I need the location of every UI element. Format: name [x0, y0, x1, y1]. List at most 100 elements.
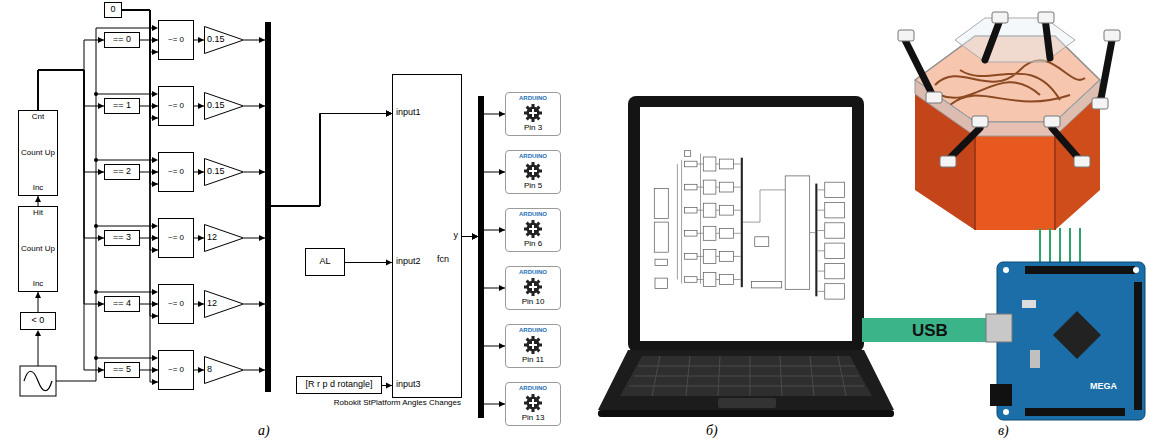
arrowhead	[35, 196, 41, 202]
screen-diagram-thumbnail-part	[825, 243, 845, 258]
screen-diagram-thumbnail-part	[684, 161, 697, 167]
compare-block: == 0	[104, 32, 140, 48]
gain-block: 0.15	[204, 92, 244, 120]
screen-diagram-thumbnail-part	[825, 223, 845, 238]
line-segment	[271, 114, 392, 207]
arrowhead	[472, 234, 478, 240]
screen-diagram-thumbnail-part	[697, 280, 825, 292]
line-segment	[38, 70, 104, 110]
block-text: Count Up	[21, 149, 55, 158]
block-text: ~= 0	[168, 102, 184, 111]
arduino-mega-board-part	[1003, 267, 1009, 273]
compare-block: == 1	[104, 98, 140, 114]
signal-line	[462, 234, 505, 408]
block-text: == 0	[113, 35, 131, 45]
screen-diagram-thumbnail-part	[684, 151, 690, 157]
arrowhead	[198, 301, 204, 307]
screen-diagram-thumbnail-part	[719, 275, 733, 285]
arduino-mega-board-part	[990, 384, 1012, 406]
arrowhead	[259, 235, 265, 241]
block-text: == 1	[113, 101, 131, 111]
screen-diagram-thumbnail-part	[815, 184, 817, 297]
arduino-mega-board-part	[1133, 267, 1139, 273]
switch-block: ~= 0	[158, 152, 194, 192]
screen-diagram-thumbnail-part	[677, 154, 815, 284]
screen-diagram-thumbnail-part	[703, 249, 716, 263]
block-text: Pin 3	[524, 124, 542, 133]
arrowhead	[472, 234, 478, 240]
usb-cable	[862, 318, 992, 342]
signal-line	[462, 111, 505, 240]
arduino-mega-board-part	[986, 314, 1012, 342]
arduino-servo-block: ARDUINOPin 13	[505, 382, 561, 426]
gain-outline	[205, 291, 244, 318]
servo-gear-icon	[523, 161, 543, 181]
arrowhead	[472, 234, 478, 240]
laptop-part	[652, 356, 846, 396]
block-text: ~= 0	[168, 366, 184, 375]
port-label-slot: fcn	[437, 255, 449, 265]
signal-line	[140, 169, 158, 175]
screen-diagram-thumbnail-part	[752, 282, 782, 288]
screen-diagram-thumbnail-part	[684, 184, 697, 190]
sine-wires-part	[96, 28, 152, 29]
arduino-mega-board-part	[1053, 311, 1101, 359]
laptop-part	[718, 398, 776, 408]
panel-caption: а)	[258, 424, 270, 438]
block-text: Hit	[33, 209, 43, 218]
screen-diagram-thumbnail-part	[719, 182, 733, 192]
screen-diagram-thumbnail-part	[719, 159, 733, 169]
screen-diagram-thumbnail-part	[654, 222, 668, 252]
servo-gear-icon	[523, 103, 543, 123]
signal-line	[244, 111, 392, 308]
screen-diagram-thumbnail-part	[684, 231, 697, 237]
gear-mark	[529, 344, 537, 346]
arduino-servo-block: ARDUINOPin 6	[505, 208, 561, 252]
laptop-part	[640, 107, 852, 341]
signal-line	[462, 169, 505, 240]
block-text: == 3	[113, 233, 131, 243]
sine-wires-part	[94, 356, 98, 360]
screen-diagram-thumbnail-part	[697, 164, 825, 190]
servo-gear-icon	[523, 219, 543, 239]
switch-block: ~= 0	[158, 284, 194, 324]
gain-outline	[205, 93, 244, 120]
compare-block: == 3	[104, 230, 140, 246]
signal-line	[140, 301, 158, 307]
signal-line	[140, 37, 158, 43]
block-text: Pin 11	[522, 356, 544, 365]
screen-diagram-thumbnail-part	[684, 277, 697, 283]
stewart-platform	[898, 12, 1120, 230]
signal-line	[140, 103, 158, 109]
gear-mark	[529, 286, 537, 288]
block-text: ~= 0	[168, 234, 184, 243]
servo-wires-part	[1040, 228, 1080, 266]
signal-line	[35, 196, 41, 206]
gear-body	[527, 106, 540, 119]
block-text: AL	[319, 257, 330, 267]
arduino-servo-block: ARDUINOPin 3	[505, 92, 561, 136]
servo-gear-icon	[523, 393, 543, 413]
port-label-slot: input3	[396, 380, 421, 390]
block-text: ~= 0	[168, 300, 184, 309]
port-label-slot: Robokit StPlatform Angles Changes	[334, 399, 461, 408]
signal-line	[194, 37, 204, 43]
arrowhead	[472, 234, 478, 240]
signal-line	[38, 37, 104, 110]
signal-line	[194, 367, 204, 373]
gear-body	[527, 396, 540, 409]
compare-block: == 4	[104, 296, 140, 312]
block-caption: Robokit StPlatform Angles Changes	[334, 399, 461, 408]
compare-block: == 2	[104, 164, 140, 180]
line-segment	[271, 114, 392, 207]
laptop-part	[620, 356, 872, 396]
signal-line	[462, 234, 505, 350]
stewart-platform-part	[992, 12, 1008, 23]
stewart-platform-part	[915, 80, 1100, 136]
arrowhead	[472, 234, 478, 240]
block-text: == 4	[113, 299, 131, 309]
signal-line	[38, 70, 104, 110]
signal-line	[462, 234, 505, 292]
block-text: [R r p d rotangle]	[305, 380, 372, 390]
